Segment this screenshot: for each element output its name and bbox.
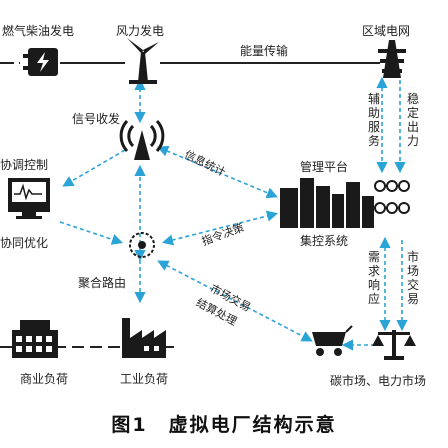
control-system-label: 集控系统 xyxy=(300,234,349,248)
signal-antenna-icon xyxy=(119,119,165,160)
signal-label: 信号收发 xyxy=(72,112,121,126)
market-cart-icon xyxy=(312,325,353,356)
commercial-building-icon xyxy=(12,320,58,358)
transmission-tower-icon xyxy=(378,40,406,78)
factory-icon xyxy=(122,318,166,358)
commercial-load-label: 商业负荷 xyxy=(20,372,69,386)
router-icon xyxy=(129,232,155,258)
generator-icon xyxy=(23,48,58,76)
market-trading-label: 市场交易 xyxy=(407,250,420,306)
industrial-load-label: 工业负荷 xyxy=(120,372,169,386)
monitor-icon xyxy=(8,178,50,219)
coordinate-control-label: 协调控制 xyxy=(0,158,49,172)
coordinate-optimize-label: 协同优化 xyxy=(0,236,49,250)
wind-label: 风力发电 xyxy=(116,24,165,38)
energy-transmission-label: 能量传输 xyxy=(240,44,289,58)
figure-caption: 图1 虚拟电厂结构示意 xyxy=(111,414,337,436)
balance-scale-icon xyxy=(372,330,416,360)
markets-label: 碳市场、电力市场 xyxy=(330,374,427,388)
wind-turbine-icon xyxy=(127,38,159,84)
control-system-icon xyxy=(280,178,374,228)
stable-output-label: 稳定出力 xyxy=(407,92,420,148)
gas-diesel-label: 燃气柴油发电 xyxy=(2,24,75,38)
aggregation-router-label: 聚合路由 xyxy=(78,276,127,290)
demand-response-label: 需求响应 xyxy=(368,250,381,306)
grid-label: 区域电网 xyxy=(362,24,411,38)
management-platform-label: 管理平台 xyxy=(300,160,349,174)
ancillary-services-label: 辅助服务 xyxy=(368,92,381,148)
network-nodes-icon xyxy=(374,180,410,214)
